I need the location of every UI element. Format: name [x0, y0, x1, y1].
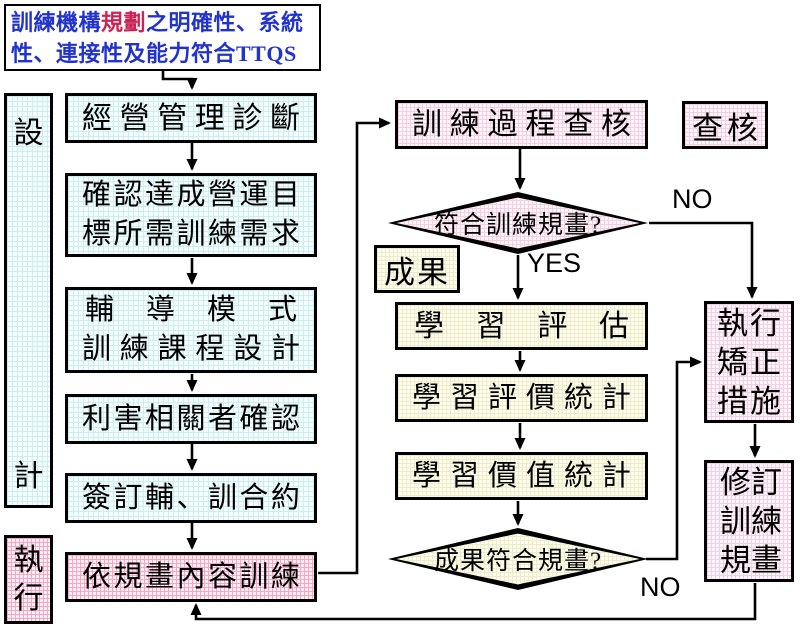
stage-design-box: 設 計: [4, 93, 53, 508]
connector-decision2-no-to-corrective: [646, 356, 702, 561]
box-learning-evaluation: 學習評估: [395, 302, 648, 350]
decision-meets-training-plan-label: 符合訓練規畫?: [433, 212, 603, 239]
title-part-red: 規劃: [101, 10, 147, 35]
stage-exec-top-label: 執: [13, 543, 44, 577]
label-no-decision1: NO: [672, 184, 713, 214]
box-coaching-model-line2: 訓練課程設計: [82, 333, 300, 365]
box-management-diagnosis-label: 經營管理診斷: [82, 101, 300, 135]
title-part-blue-1: 訓練機構: [11, 10, 102, 35]
box-train-by-plan-label: 依規畫內容訓練: [82, 560, 300, 593]
title-part-blue-2: 之明確性、系統性、連接性及能力符合TTQS: [11, 10, 304, 66]
box-management-diagnosis: 經營管理診斷: [65, 93, 317, 143]
stage-exec-box: 執 行: [4, 535, 53, 624]
box-confirm-training-needs-line2: 標所需訓練需求: [82, 218, 300, 250]
box-coaching-model-line1: 輔導模式: [85, 294, 297, 326]
stage-design-top-label: 設: [13, 117, 44, 150]
label-yes: YES: [527, 248, 582, 278]
box-revise-training-plan: 修訂 訓練 規畫: [704, 460, 794, 582]
label-no-decision2: NO: [640, 572, 681, 602]
stage-design-bottom-label: 計: [13, 460, 44, 493]
stage-check-label: 查核: [692, 110, 762, 146]
connector-trainbyplan-to-processcheck: [318, 117, 391, 575]
box-confirm-training-needs-line1: 確認達成營運目: [82, 179, 300, 211]
box-corrective-measures: 執行 矯正 措施: [704, 301, 794, 423]
box-sign-contract-label: 簽訂輔、訓合約: [82, 481, 300, 514]
box-coaching-model-course-design: 輔導模式 訓練課程設計: [65, 287, 317, 373]
box-train-by-plan: 依規畫內容訓練: [65, 552, 317, 602]
connector-title-to-diagnosis: [161, 71, 198, 90]
box-confirm-training-needs: 確認達成營運目 標所需訓練需求: [65, 173, 317, 257]
box-training-process-check-label: 訓練過程查核: [412, 108, 631, 141]
stage-exec-bottom-label: 行: [13, 581, 44, 615]
box-revise-training-plan-line1: 修訂: [720, 464, 782, 500]
box-stakeholder-confirmation: 利害相關者確認: [65, 394, 317, 444]
box-learning-appraisal-statistics: 學習評價統計: [395, 374, 648, 422]
box-learning-appraisal-statistics-label: 學習評價統計: [412, 381, 631, 414]
box-corrective-measures-line3: 措施: [717, 383, 781, 419]
stage-outcome-box: 成果: [374, 245, 460, 293]
title-box: 訓練機構規劃之明確性、系統性、連接性及能力符合TTQS: [4, 4, 321, 71]
stage-outcome-label: 成果: [384, 254, 450, 290]
box-learning-value-statistics: 學習價值統計: [395, 452, 648, 500]
box-corrective-measures-line1: 執行: [717, 305, 781, 341]
box-stakeholder-confirmation-label: 利害相關者確認: [82, 402, 300, 435]
stage-check-box: 查核: [682, 101, 768, 149]
box-revise-training-plan-line3: 規畫: [720, 542, 782, 578]
box-training-process-check: 訓練過程查核: [395, 100, 648, 149]
box-revise-training-plan-line2: 訓練: [720, 503, 782, 539]
box-learning-value-statistics-label: 學習價值統計: [412, 459, 631, 492]
decision-outcome-meets-plan-label: 成果符合規畫?: [433, 548, 603, 575]
decision-outcome-meets-plan: 成果符合規畫?: [388, 528, 648, 590]
box-learning-evaluation-label: 學習評估: [414, 309, 629, 343]
box-corrective-measures-line2: 矯正: [717, 344, 781, 380]
connector-decision1-no-to-corrective: [649, 221, 758, 299]
decision-meets-training-plan: 符合訓練規畫?: [388, 192, 648, 254]
box-sign-contract: 簽訂輔、訓合約: [65, 473, 317, 523]
